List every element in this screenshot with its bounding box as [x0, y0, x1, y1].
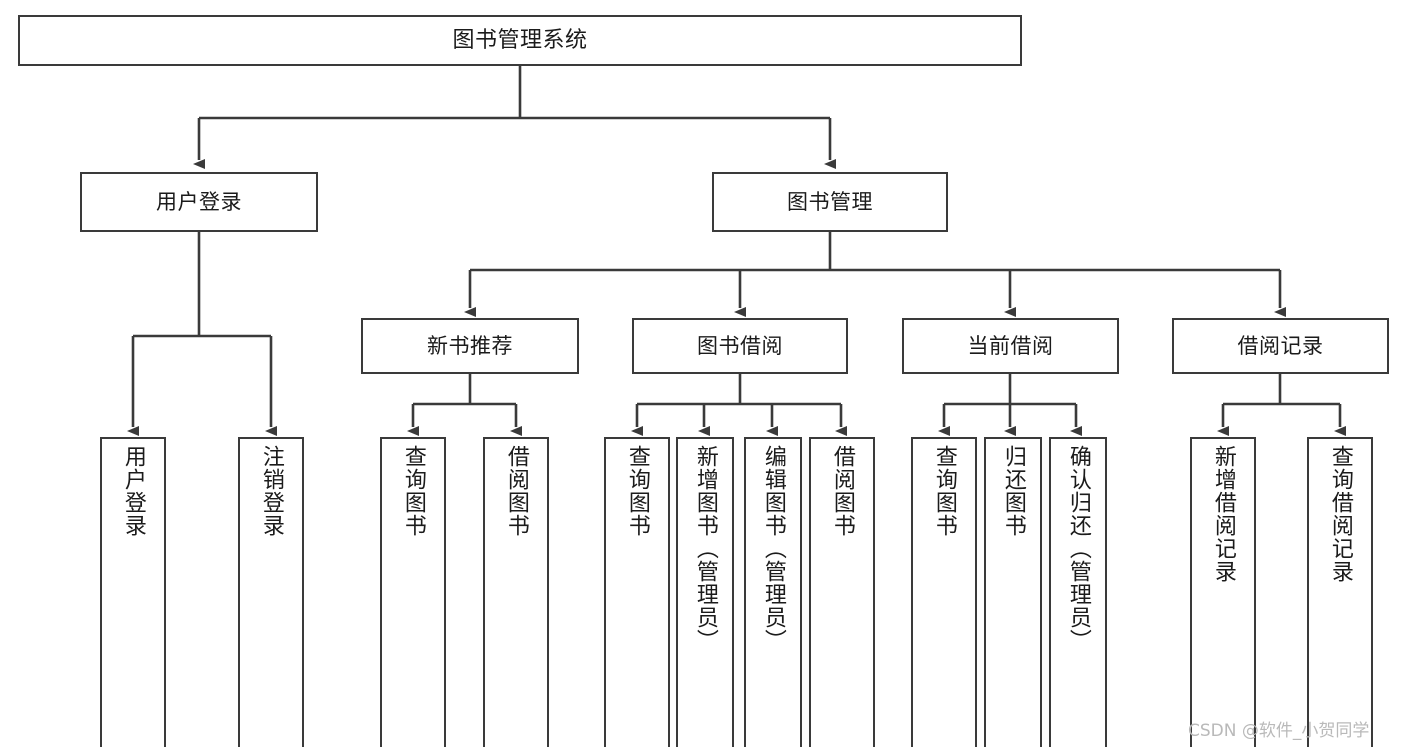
node-label: 查询图书 — [931, 445, 957, 537]
leaf-query-book-borrow[interactable]: 查询图书 — [604, 437, 670, 747]
node-borrow-records[interactable]: 借阅记录 — [1172, 318, 1389, 374]
csdn-watermark: CSDN @软件_小贺同学 — [1188, 721, 1370, 741]
node-label: 查询图书 — [400, 445, 426, 537]
node-label: 编辑图书（管理员） — [760, 445, 786, 652]
node-label: 当前借阅 — [967, 333, 1054, 358]
leaf-borrow-book-recommend[interactable]: 借阅图书 — [483, 437, 549, 747]
node-label: 借阅图书 — [829, 445, 855, 537]
node-label: 查询图书 — [624, 445, 650, 537]
node-book-management[interactable]: 图书管理 — [712, 172, 948, 232]
node-label: 确认归还（管理员） — [1065, 445, 1091, 652]
node-label: 查询借阅记录 — [1327, 445, 1353, 583]
node-root-system[interactable]: 图书管理系统 — [18, 15, 1022, 66]
leaf-logout[interactable]: 注销登录 — [238, 437, 304, 747]
node-user-login[interactable]: 用户登录 — [80, 172, 318, 232]
node-label: 借阅图书 — [503, 445, 529, 537]
leaf-return-book[interactable]: 归还图书 — [984, 437, 1042, 747]
node-label: 用户登录 — [156, 189, 242, 214]
node-book-borrow[interactable]: 图书借阅 — [632, 318, 848, 374]
node-label: 图书管理 — [787, 189, 873, 214]
leaf-query-book-current[interactable]: 查询图书 — [911, 437, 977, 747]
leaf-edit-book-admin[interactable]: 编辑图书（管理员） — [744, 437, 802, 747]
node-label: 归还图书 — [1000, 445, 1026, 537]
leaf-confirm-return-admin[interactable]: 确认归还（管理员） — [1049, 437, 1107, 747]
node-label: 图书借阅 — [697, 333, 783, 358]
node-new-book-recommend[interactable]: 新书推荐 — [361, 318, 579, 374]
leaf-query-borrow-record[interactable]: 查询借阅记录 — [1307, 437, 1373, 747]
node-current-borrow[interactable]: 当前借阅 — [902, 318, 1119, 374]
node-label: 新增借阅记录 — [1210, 445, 1236, 583]
leaf-user-login[interactable]: 用户登录 — [100, 437, 166, 747]
node-label: 新增图书（管理员） — [692, 445, 718, 652]
leaf-borrow-book[interactable]: 借阅图书 — [809, 437, 875, 747]
node-label: 图书管理系统 — [452, 27, 588, 53]
node-label: 用户登录 — [120, 445, 146, 537]
node-label: 新书推荐 — [427, 333, 513, 358]
node-label: 借阅记录 — [1237, 333, 1324, 358]
leaf-add-book-admin[interactable]: 新增图书（管理员） — [676, 437, 734, 747]
leaf-query-book-recommend[interactable]: 查询图书 — [380, 437, 446, 747]
node-label: 注销登录 — [258, 445, 284, 537]
leaf-add-borrow-record[interactable]: 新增借阅记录 — [1190, 437, 1256, 747]
